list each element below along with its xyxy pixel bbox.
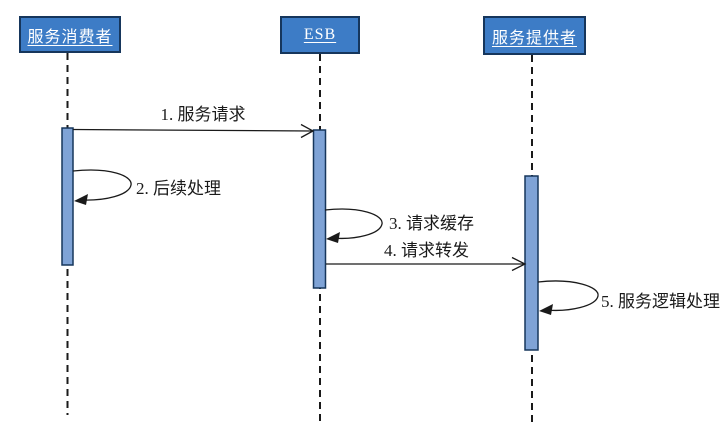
- message-arrowhead-5: [539, 304, 553, 315]
- message-arrow-5: [537, 280, 599, 312]
- message-arrowhead-3: [326, 232, 340, 243]
- activation-bar-esb: [312, 129, 327, 289]
- message-arrowhead-4: [511, 256, 527, 272]
- actor-box-consumer: 服务消费者: [19, 16, 121, 53]
- actor-box-esb: ESB: [280, 16, 360, 54]
- actor-label-provider: 服务提供者: [491, 29, 577, 47]
- activation-bar-provider: [524, 175, 539, 351]
- message-arrow-3: [324, 208, 383, 240]
- actor-box-provider: 服务提供者: [483, 16, 586, 55]
- actor-label-esb: ESB: [303, 26, 337, 43]
- message-arrowhead-1: [300, 123, 315, 139]
- message-arrow-2: [72, 169, 132, 201]
- actor-label-consumer: 服务消费者: [27, 28, 113, 46]
- message-label-5: 5. 服务逻辑处理: [601, 292, 720, 311]
- message-arrow-1: [72, 128, 313, 132]
- message-label-1: 1. 服务请求: [160, 105, 246, 124]
- activation-bar-consumer: [61, 127, 74, 266]
- message-label-3: 3. 请求缓存: [389, 214, 474, 233]
- message-arrowhead-2: [74, 194, 88, 205]
- message-label-4: 4. 请求转发: [384, 241, 469, 260]
- message-label-2: 2. 后续处理: [136, 179, 221, 198]
